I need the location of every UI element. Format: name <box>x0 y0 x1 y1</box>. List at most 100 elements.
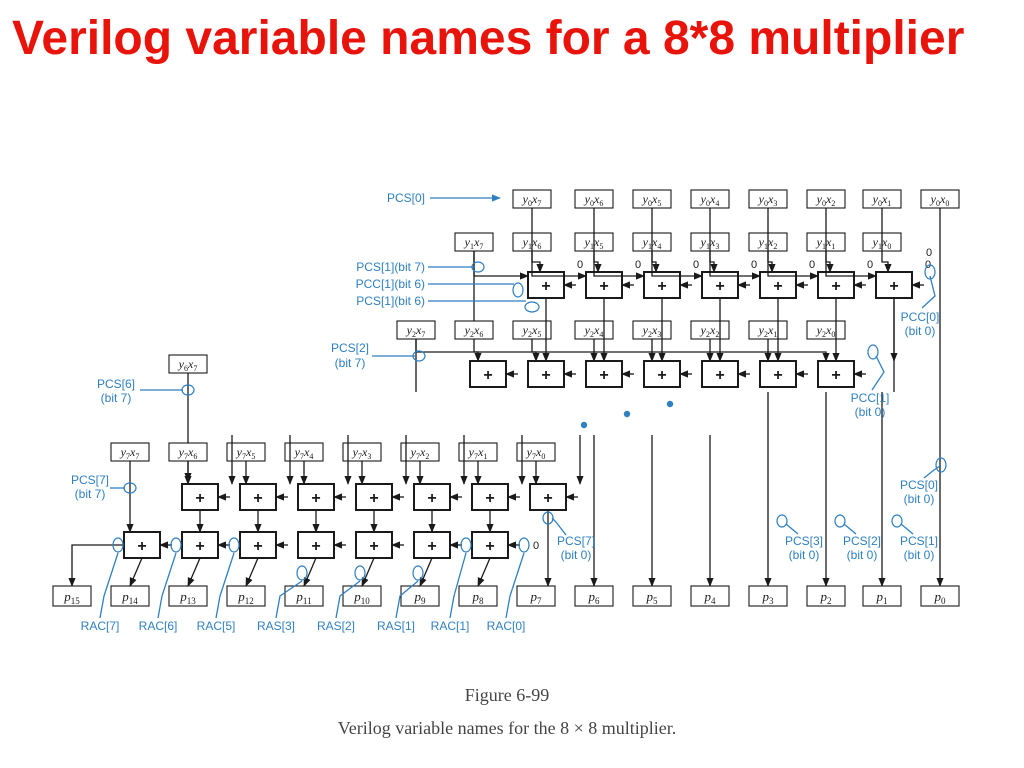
output-box-p4 <box>690 585 730 607</box>
leader-pcs0-right <box>923 465 941 479</box>
wire-final-to-p11 <box>303 557 317 587</box>
adder-row7-2-symbol: + <box>311 490 320 507</box>
output-label-p0: p0 <box>934 589 947 606</box>
adder-row7-0 <box>181 483 219 511</box>
pp-box-y2x2-label: y2x2 <box>700 323 720 339</box>
pp-box-y6x7-label: y6x7 <box>178 357 198 373</box>
label-pcs2-bit: (bit 7) <box>335 356 366 370</box>
pp-box-y1x5-label: y1x5 <box>584 235 604 251</box>
output-label-p5: p5 <box>646 589 659 606</box>
output-label-p12: p12 <box>237 589 254 606</box>
output-label-p6: p6 <box>588 589 601 606</box>
adder-row1-6-symbol: + <box>889 278 898 295</box>
label-ras1: RAS[1] <box>377 619 415 633</box>
pp-box-y2x0-label: y2x0 <box>816 323 836 339</box>
label-pcc1-bit: (bit 0) <box>855 405 886 419</box>
output-box-p2 <box>806 585 846 607</box>
label-rac0: RAC[0] <box>487 619 526 633</box>
adder-row1-0-symbol: + <box>541 278 550 295</box>
label-pcs2-bit0: PCS[2] <box>843 534 881 548</box>
wire-y1-5 <box>767 251 819 280</box>
wire-y2-3 <box>593 339 656 362</box>
output-label-p7: p7 <box>530 589 543 606</box>
output-box-p1 <box>862 585 902 607</box>
output-label-p8: p8 <box>472 589 485 606</box>
pp-box-y1x6-label: y1x6 <box>522 235 542 251</box>
adder-row7-1-symbol: + <box>253 490 262 507</box>
zero-label-row1-0: 0 <box>577 259 583 271</box>
adder-row7-5 <box>471 483 509 511</box>
label-rac7: RAC[7] <box>81 619 120 633</box>
pp-box-y0x6-label: y0x6 <box>584 192 604 208</box>
zero-label-pcc0: 0 <box>926 247 932 259</box>
leader-rac1 <box>449 552 467 619</box>
output-box-p5 <box>632 585 672 607</box>
figure-caption: Verilog variable names for the 8 × 8 mul… <box>337 718 677 738</box>
pp-box-y2x7-label: y2x7 <box>406 323 426 339</box>
adder-row7-5-symbol: + <box>485 490 494 507</box>
output-box-p15 <box>52 585 92 607</box>
output-label-p14: p14 <box>121 589 138 606</box>
pp-box-y2x4-label: y2x4 <box>584 323 604 339</box>
marker-ras2 <box>354 565 366 581</box>
pp-box-y1x2-label: y1x2 <box>758 235 778 251</box>
marker-rac7 <box>112 537 124 553</box>
leader-pcc0 <box>921 275 936 309</box>
wire-y0-6 <box>881 208 892 273</box>
continuation-dot-3 <box>666 400 674 408</box>
label-pcs1-bit7: PCS[1](bit 7) <box>356 260 425 274</box>
continuation-dot-2 <box>623 410 631 418</box>
marker-rac6 <box>170 537 182 553</box>
output-label-p13: p13 <box>179 589 196 606</box>
pp-box-y0x1-label: y0x1 <box>872 192 892 208</box>
adder-row7-0-symbol: + <box>195 490 204 507</box>
leader-ras3 <box>275 580 303 619</box>
output-box-p0 <box>920 585 960 607</box>
wire-p15-down <box>68 544 124 587</box>
label-pcs6-bit: (bit 7) <box>101 391 132 405</box>
pp-box-y1x7-label: y1x7 <box>464 235 484 251</box>
leader-pcs1-bit0 <box>900 523 914 535</box>
adder-row7-4-symbol: + <box>427 490 436 507</box>
pp-box-y7x4-label: y7x4 <box>294 445 314 461</box>
zero-label-row1-3: 0 <box>751 259 757 271</box>
label-pcs2: PCS[2] <box>331 341 369 355</box>
marker-pcs3 <box>776 514 788 528</box>
pp-box-y7x2-label: y7x2 <box>410 445 430 461</box>
adder-row1-5-symbol: + <box>831 278 840 295</box>
marker-ras3 <box>296 565 308 581</box>
marker-pcc1-bit6 <box>512 282 524 298</box>
leader-ras1 <box>395 580 419 619</box>
wire-final-to-p10 <box>361 557 375 587</box>
label-pcc0: PCC[0] <box>901 310 940 324</box>
wire-y0-4 <box>767 208 776 273</box>
label-pcs1-bit6: PCS[1](bit 6) <box>356 294 425 308</box>
output-label-p1: p1 <box>876 589 888 606</box>
pp-box-y7x6-label: y7x6 <box>178 445 198 461</box>
pp-box-y7x5-label: y7x5 <box>236 445 256 461</box>
wire-y0-0 <box>531 208 544 273</box>
adder-row7-3 <box>355 483 393 511</box>
pp-box-y7x1-label: y7x1 <box>468 445 488 461</box>
label-ras3: RAS[3] <box>257 619 295 633</box>
label-ras2: RAS[2] <box>317 619 355 633</box>
marker-rac5 <box>228 537 240 553</box>
label-pcs7-right-bit: (bit 0) <box>561 548 592 562</box>
marker-pcs1-bit7 <box>471 261 485 273</box>
leader-rac6 <box>157 552 177 619</box>
output-label-p2: p2 <box>820 589 832 606</box>
adder-row2-6-symbol: + <box>831 367 840 384</box>
adder-row2-3-symbol: + <box>657 367 666 384</box>
label-pcs0-right-bit: (bit 0) <box>904 492 935 506</box>
slide-title: Verilog variable names for a 8*8 multipl… <box>12 12 965 65</box>
wire-final-to-p9 <box>419 557 433 587</box>
adder-row2-0 <box>469 360 507 388</box>
leader-pcs3 <box>785 523 799 535</box>
label-pcs6: PCS[6] <box>97 377 135 391</box>
leader-pcc1 <box>871 355 885 391</box>
wire-y2-2 <box>531 339 598 362</box>
adder-final-5-symbol: + <box>427 538 436 555</box>
marker-pcs6 <box>181 384 195 396</box>
pp-box-y7x3-label: y7x3 <box>352 445 372 461</box>
